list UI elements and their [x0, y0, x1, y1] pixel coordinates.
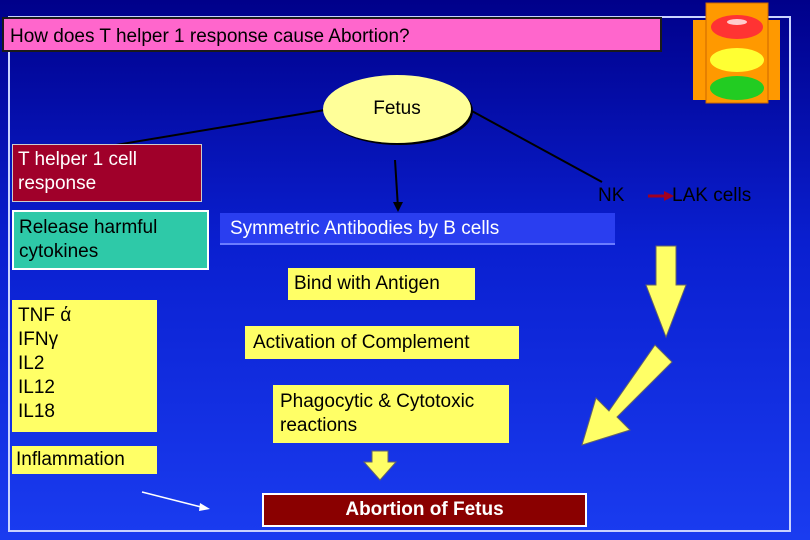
- arrowhead-icon: [664, 191, 674, 201]
- small-down-arrow-icon: [362, 450, 398, 481]
- phagocytic-box: Phagocytic & Cytotoxic reactions: [273, 385, 509, 443]
- th1-response-box: T helper 1 cell response: [12, 144, 202, 202]
- complement-activation-box: Activation of Complement: [245, 326, 519, 359]
- cytokine-item: IL12: [18, 377, 55, 398]
- arrowhead-icon: [199, 503, 210, 511]
- fetus-node: Fetus: [323, 75, 471, 143]
- traffic-light-icon: [693, 2, 780, 104]
- lak-label: LAK cells: [672, 185, 752, 206]
- cytokine-list: TNF ά IFNγ IL2 IL12 IL18: [12, 300, 157, 432]
- inflammation-box: Inflammation: [12, 446, 157, 474]
- diagonal-arrow-icon: [581, 344, 673, 446]
- arrowhead-icon: [393, 202, 403, 212]
- cytokine-item: IL18: [18, 401, 55, 422]
- slide-title: How does T helper 1 response cause Abort…: [2, 17, 662, 52]
- connector-line: [394, 159, 399, 209]
- small-arrow-icon: [141, 491, 206, 509]
- cytokine-item: IL2: [18, 353, 45, 374]
- cytokine-item: IFNγ: [18, 329, 59, 350]
- cytokine-item: TNF ά: [18, 305, 72, 326]
- release-cytokines-box: Release harmful cytokines: [12, 210, 209, 270]
- big-down-arrow-icon: [645, 245, 687, 339]
- abortion-box: Abortion of Fetus: [262, 493, 587, 527]
- connector-line: [469, 109, 603, 183]
- symmetric-antibodies-box: Symmetric Antibodies by B cells: [220, 213, 615, 245]
- connector-line: [109, 109, 326, 147]
- nk-label: NK: [598, 185, 625, 206]
- bind-antigen-box: Bind with Antigen: [288, 268, 475, 300]
